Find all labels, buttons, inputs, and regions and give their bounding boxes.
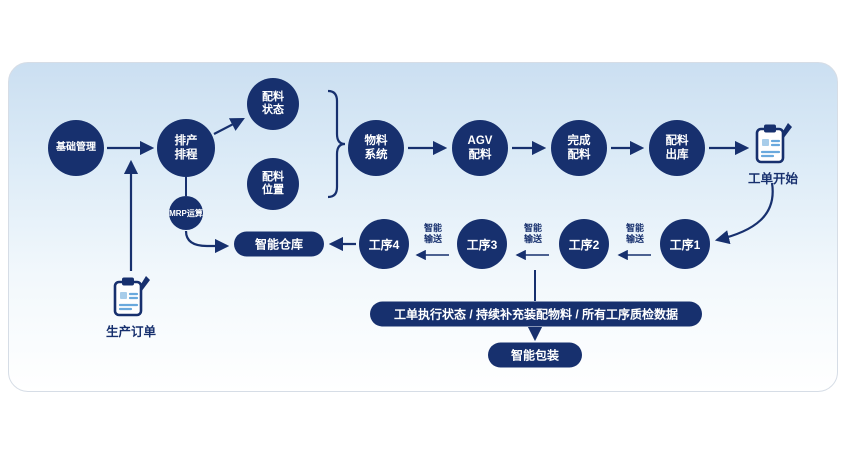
conveyor-label: 智能 输送: [424, 223, 442, 245]
node-label: 工序2: [568, 237, 600, 252]
node-label: 工序3: [466, 237, 498, 252]
node-label-line2: 排程: [174, 149, 198, 161]
node-process-2: 工序2: [559, 219, 609, 269]
node-label-line2: 系统: [364, 149, 388, 161]
conveyor-label: 智能 输送: [524, 223, 542, 245]
conveyor-label-line1: 智能: [523, 223, 543, 233]
node-material-position: 配料 位置: [247, 158, 299, 210]
production-order-clipboard-pencil-icon: [113, 274, 152, 317]
node-feeding-outbound: 配料 出库: [649, 120, 705, 176]
node-basic-management: 基础管理: [48, 120, 104, 176]
node-label-line2: 状态: [262, 104, 284, 116]
label-production-order: 生产订单: [105, 325, 157, 339]
node-label-line1: AGV: [467, 135, 493, 147]
arrow-scheduling-to-material-status: [213, 118, 245, 135]
node-mrp-calc: MRP运算: [169, 196, 203, 230]
label-work-order-start: 工单开始: [747, 172, 799, 186]
work-order-start-clipboard-pencil-icon: [755, 121, 794, 164]
node-label-line1: 物料: [364, 135, 388, 147]
node-finish-feeding: 完成 配料: [551, 120, 607, 176]
box-label: 智能仓库: [254, 237, 303, 252]
node-label: 基础管理: [56, 142, 96, 153]
node-label-line1: 配料: [262, 170, 284, 183]
node-label: MRP运算: [169, 208, 203, 218]
node-material-status: 配料 状态: [247, 78, 299, 130]
node-label-line1: 完成: [567, 135, 591, 147]
conveyor-label-line1: 智能: [625, 223, 645, 233]
arrow-workorder-to-process1: [714, 182, 774, 245]
node-label-line1: 配料: [262, 90, 284, 103]
node-label-line1: 配料: [665, 135, 689, 147]
flow-panel: 基础管理 排产 排程 配料 状态 配料 位置 物料 系统 AGV 配料 完成 配…: [8, 62, 838, 392]
node-label: 工序4: [368, 237, 400, 252]
node-label-line1: 排产: [174, 135, 198, 147]
box-label: 工单执行状态 / 持续补充装配物料 / 所有工序质检数据: [393, 307, 678, 322]
conveyor-label-line1: 智能: [423, 223, 443, 233]
arrow-mrp-to-warehouse: [184, 230, 230, 254]
node-label-line2: 配料: [468, 149, 492, 161]
box-smart-packaging: 智能包装: [488, 342, 582, 368]
node-label: 工序1: [669, 237, 701, 252]
node-scheduling: 排产 排程: [157, 119, 215, 177]
conveyor-label-line2: 输送: [625, 234, 645, 244]
node-label-line2: 出库: [665, 149, 689, 161]
node-agv-feeding: AGV 配料: [452, 120, 508, 176]
conveyor-label-line2: 输送: [423, 234, 443, 244]
node-process-1: 工序1: [660, 219, 710, 269]
box-smart-warehouse: 智能仓库: [234, 231, 324, 257]
box-execution-status: 工单执行状态 / 持续补充装配物料 / 所有工序质检数据: [370, 301, 702, 327]
node-process-4: 工序4: [359, 219, 409, 269]
node-material-system: 物料 系统: [348, 120, 404, 176]
conveyor-label: 智能 输送: [626, 223, 644, 245]
node-process-3: 工序3: [457, 219, 507, 269]
node-label-line2: 配料: [567, 149, 591, 161]
conveyor-label-line2: 输送: [523, 234, 543, 244]
box-label: 智能包装: [510, 348, 559, 363]
brace-group: [327, 89, 346, 199]
node-label-line2: 位置: [262, 184, 284, 196]
